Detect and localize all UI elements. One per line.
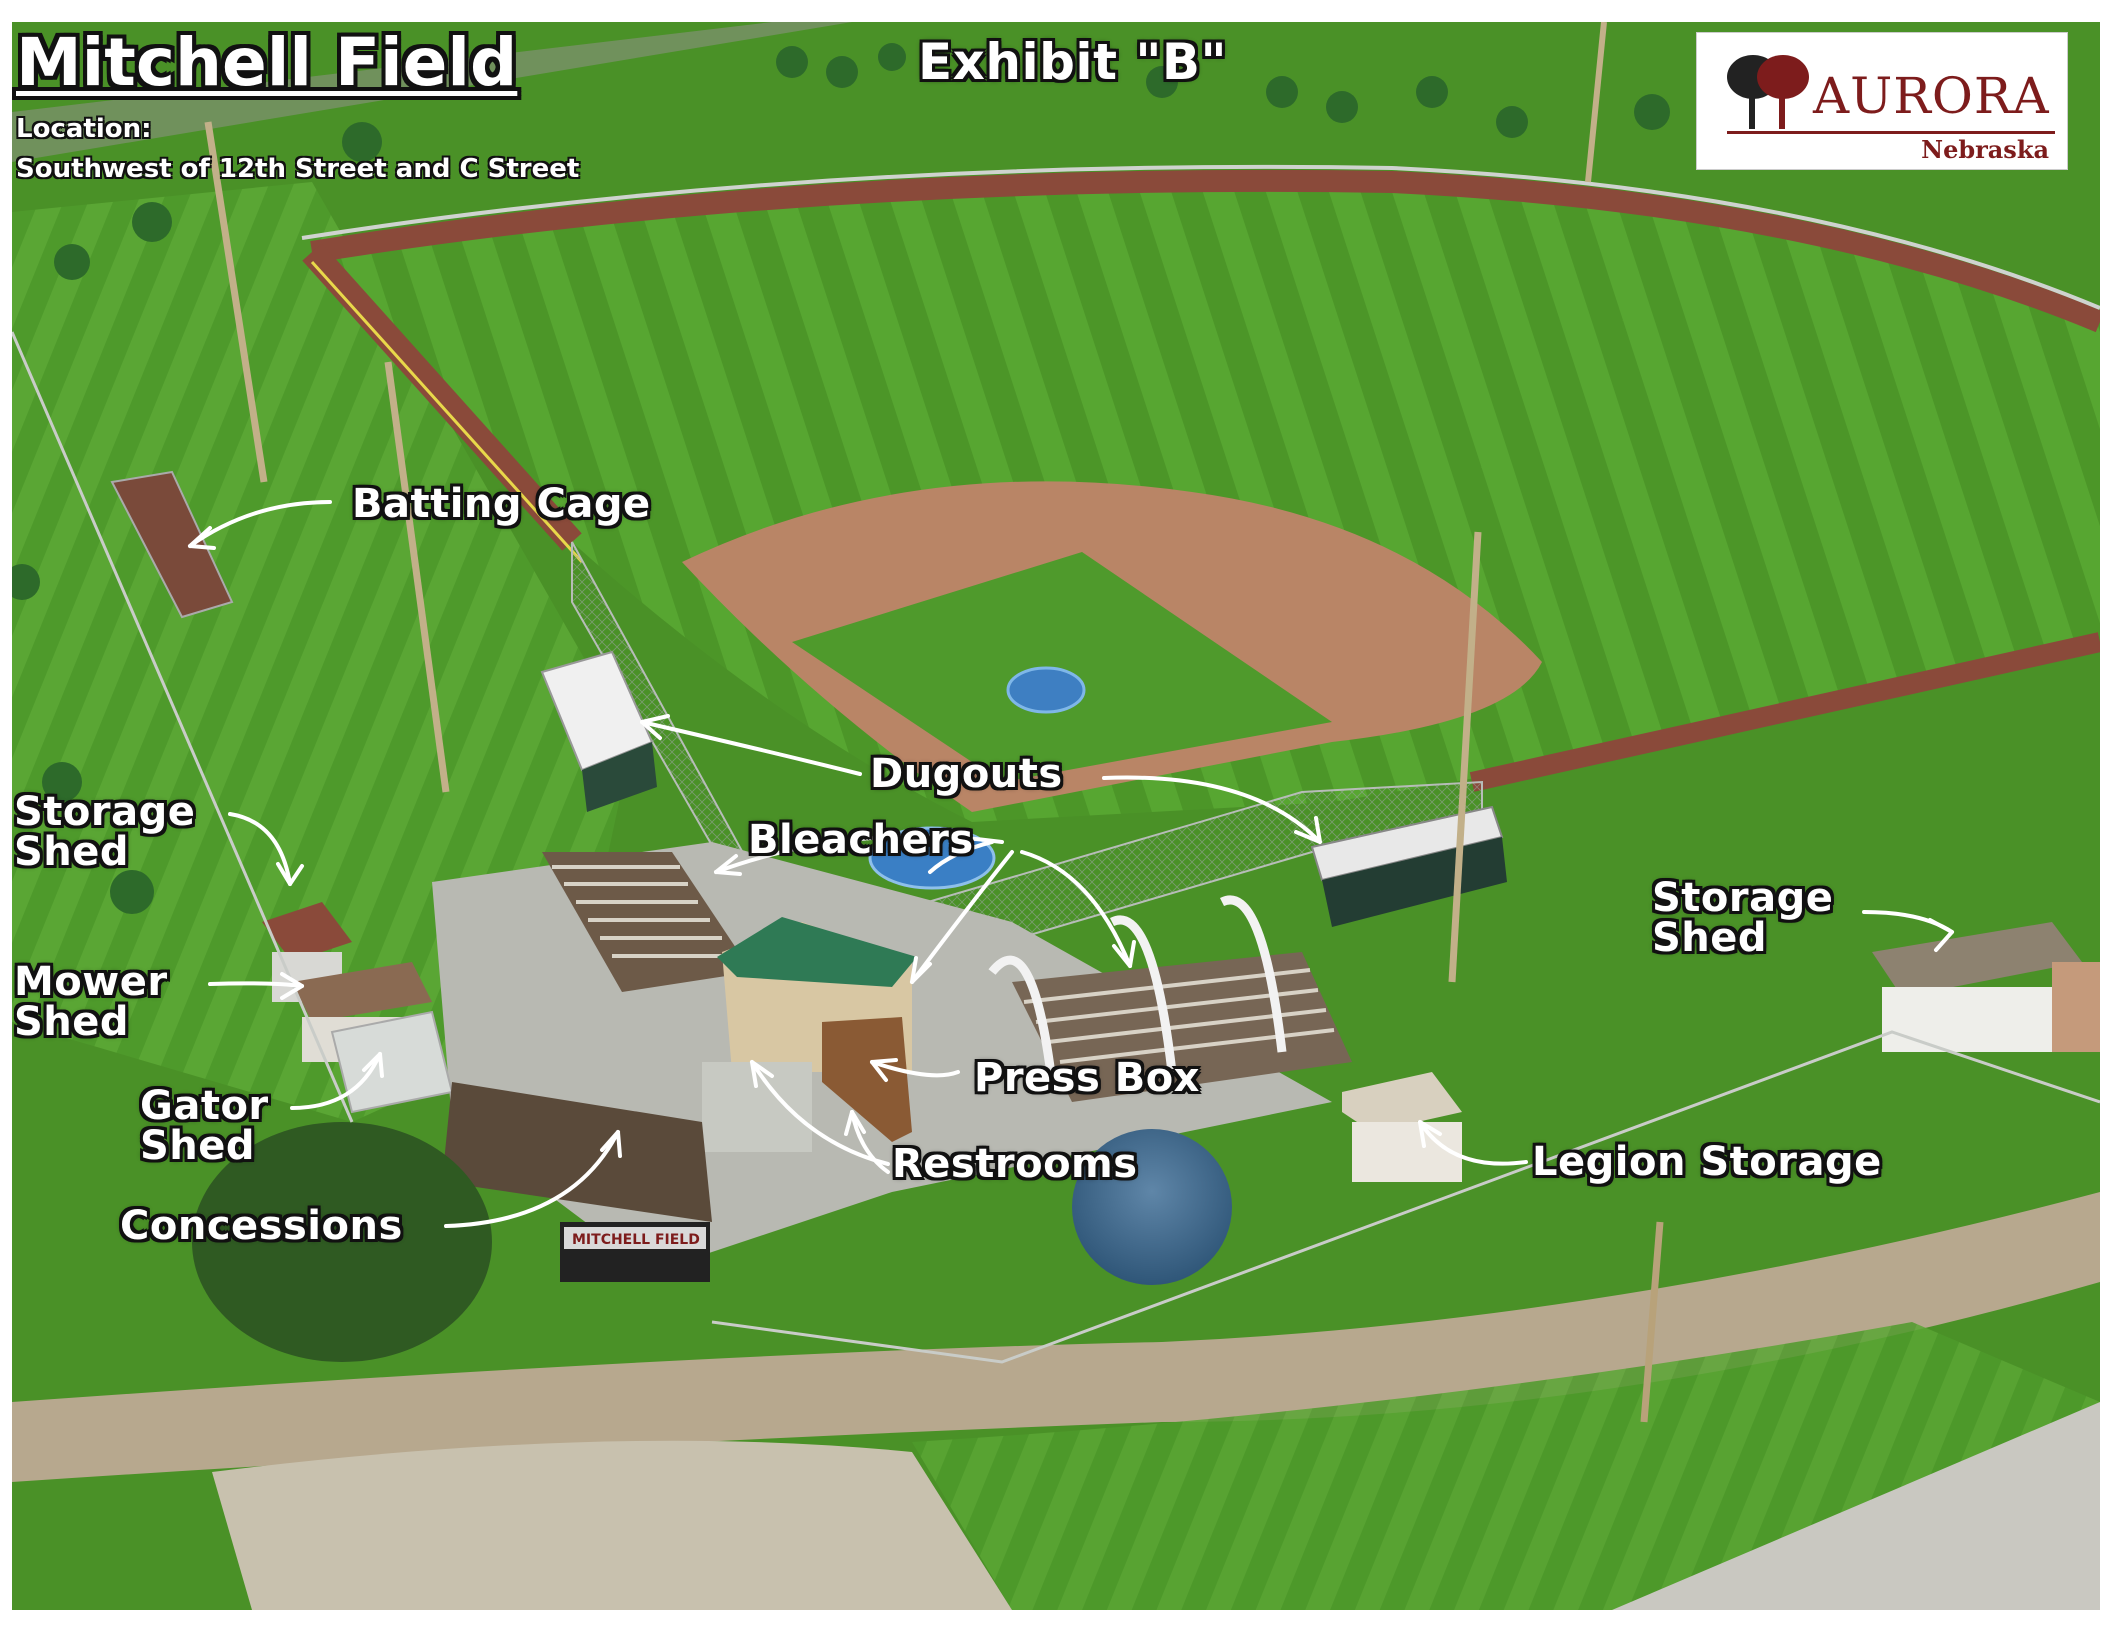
legion-storage-building — [1342, 1072, 1462, 1182]
aurora-logo: AURORA Nebraska — [1696, 32, 2068, 170]
label-legion-storage: Legion Storage — [1532, 1139, 1882, 1185]
light-pole-3 — [1448, 531, 1482, 983]
road-top — [12, 22, 852, 162]
field-aerial-illustration: MITCHELL FIELD — [12, 22, 2100, 1610]
tree-row-top — [12, 43, 1670, 914]
warning-track — [310, 169, 2100, 333]
dugout-left — [540, 650, 657, 812]
light-pole-2 — [384, 361, 450, 793]
location-text: Southwest of 12th Street and C Street — [16, 154, 580, 184]
warning-track-left — [302, 243, 582, 551]
logo-brand: AURORA — [1813, 67, 2050, 125]
tree-logo-icon — [1727, 55, 1809, 129]
outfield-fence — [301, 164, 2100, 310]
dirt-road — [12, 1192, 2100, 1482]
label-storage-shed-left: Storage Shed — [14, 792, 195, 872]
home-plate-cover — [868, 826, 996, 890]
paved-road-right — [1612, 1402, 2100, 1610]
label-storage-shed-right-line2: Shed — [1652, 915, 1768, 961]
label-gator-shed-line1: Gator — [140, 1083, 269, 1129]
batting-cage-structure — [110, 470, 234, 619]
light-pole-1 — [204, 121, 268, 483]
label-mower-shed-line2: Shed — [14, 999, 130, 1045]
label-mower-shed: Mower Shed — [14, 962, 168, 1042]
label-dugouts: Dugouts — [870, 751, 1063, 797]
foul-line-left — [310, 260, 584, 564]
label-mower-shed-line1: Mower — [14, 959, 168, 1005]
tree-concessions — [192, 1122, 492, 1362]
tree-blue-spruce — [1072, 1129, 1232, 1285]
location-heading: Location: — [16, 114, 152, 144]
bleachers-left — [542, 852, 752, 992]
concessions-building: MITCHELL FIELD — [442, 1082, 712, 1282]
logo-rule — [1727, 131, 2055, 134]
utility-pole — [1640, 1221, 1664, 1423]
pitchers-mound-cover — [1006, 666, 1086, 714]
exhibit-label: Exhibit "B" — [918, 33, 1228, 91]
label-batting-cage: Batting Cage — [352, 481, 651, 527]
gravel-lot — [212, 1440, 1012, 1610]
light-pole-4 — [1585, 22, 1607, 183]
press-box-building — [702, 917, 917, 1152]
bleachers-right — [988, 895, 1352, 1102]
callout-arrows — [188, 500, 1954, 1228]
label-bleachers: Bleachers — [748, 817, 974, 863]
label-press-box: Press Box — [974, 1055, 1200, 1101]
storage-shed-right-building — [1872, 922, 2100, 1052]
label-storage-shed-right: Storage Shed — [1652, 878, 1833, 958]
label-gator-shed: Gator Shed — [140, 1086, 269, 1166]
label-storage-shed-right-line1: Storage — [1652, 875, 1834, 921]
fence-front — [711, 1030, 2100, 1364]
label-concessions: Concessions — [120, 1203, 403, 1249]
aerial-photo: MITCHELL FIELD — [12, 22, 2100, 1610]
label-storage-shed-left-line2: Shed — [14, 829, 130, 875]
logo-sub: Nebraska — [1921, 135, 2049, 164]
label-gator-shed-line2: Shed — [140, 1123, 256, 1169]
page-title: Mitchell Field — [16, 24, 518, 101]
warning-track-right — [1469, 632, 2100, 792]
infield-grass — [792, 552, 1332, 782]
label-storage-shed-left-line1: Storage — [14, 789, 196, 835]
mitchell-field-sign: MITCHELL FIELD — [572, 1232, 700, 1248]
label-restrooms: Restrooms — [892, 1141, 1138, 1187]
